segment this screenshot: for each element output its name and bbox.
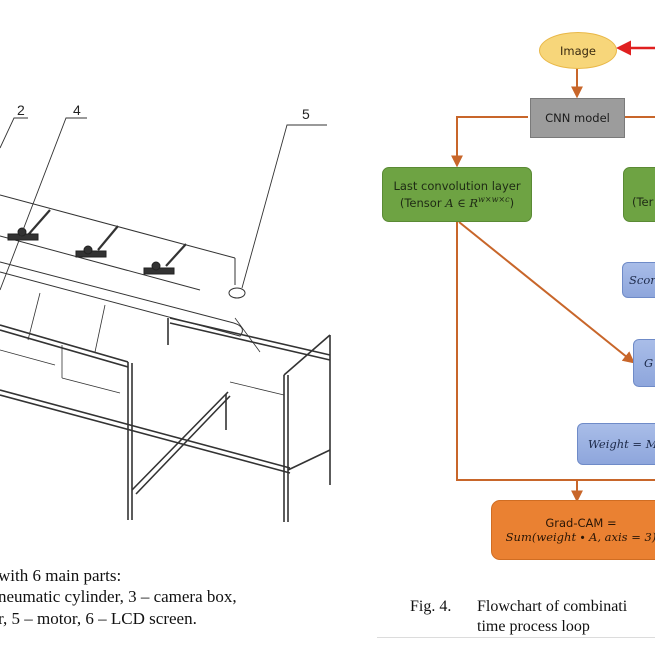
node-right-green-truncated: F (Ter: [623, 167, 655, 222]
callout-label-2: 2: [17, 102, 25, 118]
table-frame: [0, 317, 331, 522]
sorting-bins: [0, 292, 285, 396]
node-g: G: [633, 339, 655, 387]
tensor-dims: w×w×c: [478, 195, 510, 205]
node-g-label: G: [644, 356, 654, 370]
grad-cam-formula: Sum(weight ∙ A, axis = 3): [505, 530, 655, 544]
callout-line-4: [0, 117, 87, 291]
right-green-line-1: F: [632, 181, 655, 195]
figure-caption-line-1: Flowchart of combinati: [477, 598, 628, 615]
node-score-label: Scor: [629, 273, 655, 287]
node-last-convolution-layer: Last convolution layer (Tensor A ∈ Rw×w×…: [382, 167, 532, 222]
tensor-math: A ∈ R: [445, 195, 479, 210]
node-weight-label: Weight = M: [588, 437, 655, 451]
camera-rail-bottom: [0, 235, 201, 291]
last-conv-title: Last convolution layer: [393, 179, 521, 194]
sorting-machine-drawing: [0, 117, 331, 522]
arrow-cnn-to-lastconv: [451, 116, 528, 168]
node-cnn-model: CNN model: [530, 98, 625, 138]
tensor-suffix: ): [509, 195, 515, 210]
node-weight: Weight = M: [577, 423, 655, 465]
node-score: Scor: [622, 262, 655, 298]
figure-number: Fig. 4.: [410, 598, 452, 615]
callout-label-4: 4: [73, 102, 81, 118]
node-image: Image: [539, 32, 617, 69]
right-green-line-2: (Ter: [632, 194, 654, 209]
left-caption-line-1: with 6 main parts:: [0, 566, 122, 585]
last-conv-tensor: (Tensor A ∈ Rw×w×c): [400, 193, 514, 210]
pneumatic-cylinder: [27, 209, 187, 267]
node-image-label: Image: [559, 43, 597, 58]
callout-label-5: 5: [302, 106, 310, 122]
flowchart-connectors: [451, 40, 655, 503]
page-divider: [377, 637, 655, 638]
left-caption-line-2: neumatic cylinder, 3 – camera box,: [0, 587, 237, 606]
figure-caption-line-2: time process loop: [477, 618, 590, 635]
callout-line-5: [241, 124, 327, 289]
node-cnn-label: CNN model: [545, 111, 610, 125]
left-caption-line-3: r, 5 – motor, 6 – LCD screen.: [0, 609, 197, 628]
conveyor-belt: [0, 261, 246, 337]
node-grad-cam: Grad-CAM = Sum(weight ∙ A, axis = 3): [491, 500, 655, 560]
arrow-lastconv-to-g: [458, 221, 635, 364]
grad-cam-title: Grad-CAM =: [545, 516, 617, 530]
callout-line-2: [0, 117, 28, 149]
line-lastconv-down-loop: [456, 222, 655, 481]
tensor-prefix: (Tensor: [399, 195, 446, 210]
